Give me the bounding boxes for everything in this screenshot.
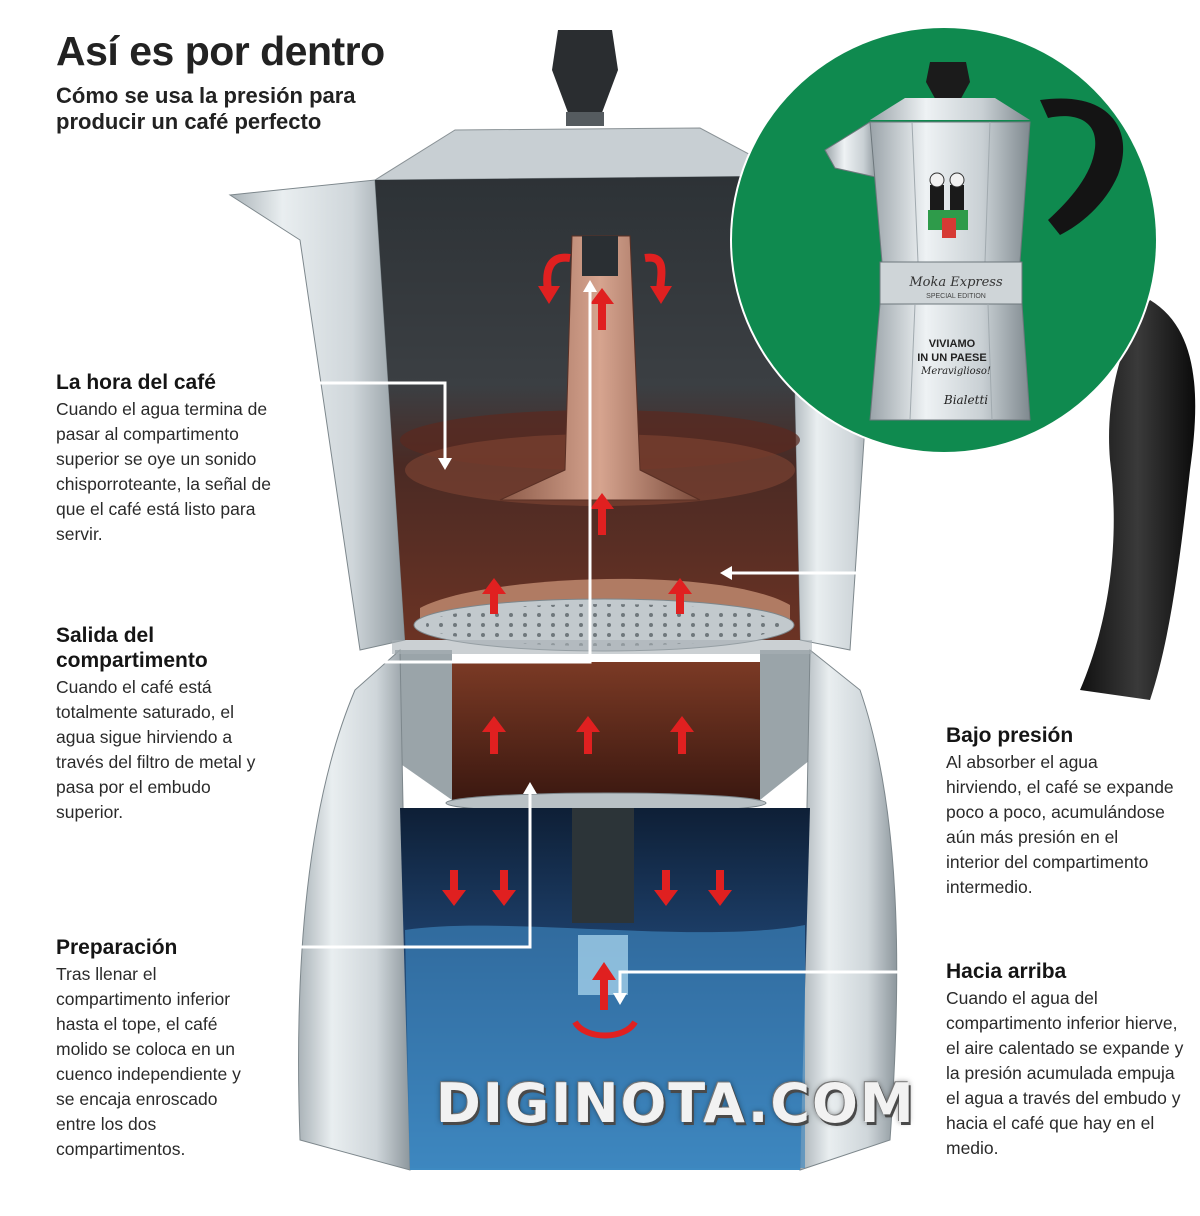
pressure-arrows bbox=[442, 253, 732, 1039]
label-body: Al absorber el agua hirviendo, el café s… bbox=[946, 752, 1174, 897]
label-hacia-arriba: Hacia arriba Cuando el agua del comparti… bbox=[946, 959, 1186, 1161]
coffee-basket-wall bbox=[395, 650, 452, 800]
label-body: Cuando el agua termina de pasar al compa… bbox=[56, 399, 271, 544]
label-body: Tras llenar el compartimento inferior ha… bbox=[56, 964, 241, 1159]
pot-handle bbox=[1080, 300, 1196, 700]
label-salida-del-compartimento: Salida del compartimento Cuando el café … bbox=[56, 623, 256, 825]
label-heading: Bajo presión bbox=[946, 724, 1074, 747]
label-body: Cuando el café está totalmente saturado,… bbox=[56, 677, 256, 822]
down-arrow bbox=[492, 870, 516, 906]
label-heading: Preparación bbox=[56, 936, 178, 959]
watermark: DIGINOTA.COM bbox=[436, 1072, 916, 1135]
up-arrow bbox=[590, 288, 614, 330]
water-tube bbox=[572, 808, 634, 923]
bialetti-mascot-logo bbox=[928, 172, 968, 238]
inset-product-name: Moka Express bbox=[908, 275, 1003, 290]
label-hora-del-cafe: La hora del café Cuando el agua termina … bbox=[56, 370, 301, 547]
up-arrow bbox=[668, 578, 692, 614]
lid bbox=[373, 127, 791, 181]
down-arrow bbox=[442, 870, 466, 906]
up-arrow bbox=[482, 578, 506, 614]
label-heading: Salida del compartimento bbox=[56, 624, 208, 672]
label-heading: La hora del café bbox=[56, 371, 216, 394]
label-heading: Hacia arriba bbox=[946, 960, 1067, 983]
up-arrow bbox=[590, 493, 614, 535]
overflow-arrow bbox=[543, 253, 571, 291]
up-arrow bbox=[482, 716, 506, 754]
page-subtitle: Cómo se usa la presión para producir un … bbox=[56, 83, 356, 134]
label-body: Cuando el agua del compartimento inferio… bbox=[946, 988, 1184, 1158]
upper-funnel bbox=[499, 235, 701, 501]
down-arrow bbox=[654, 870, 678, 906]
page-title: Así es por dentro bbox=[56, 28, 385, 74]
label-bajo-presion: Bajo presión Al absorber el agua hirvien… bbox=[946, 723, 1176, 900]
leader-lines bbox=[210, 290, 962, 995]
overflow-arrow bbox=[644, 253, 666, 291]
up-arrow bbox=[576, 716, 600, 754]
inset-brand: Bialetti bbox=[943, 393, 988, 407]
inset-slogan-1: VIVIAMO bbox=[929, 338, 976, 350]
inset-slogan-3: Meraviglioso! bbox=[920, 366, 991, 377]
upper-chamber-wall bbox=[228, 179, 406, 651]
up-arrow bbox=[670, 716, 694, 754]
label-preparacion: Preparación Tras llenar el compartimento… bbox=[56, 935, 261, 1162]
up-arrow bbox=[592, 962, 616, 1010]
inset-edition: SPECIAL EDITION bbox=[926, 293, 986, 300]
down-arrow bbox=[708, 870, 732, 906]
lid-knob bbox=[552, 30, 618, 118]
lower-chamber-body bbox=[298, 648, 411, 1171]
inset-slogan-2: IN UN PAESE bbox=[917, 352, 986, 364]
